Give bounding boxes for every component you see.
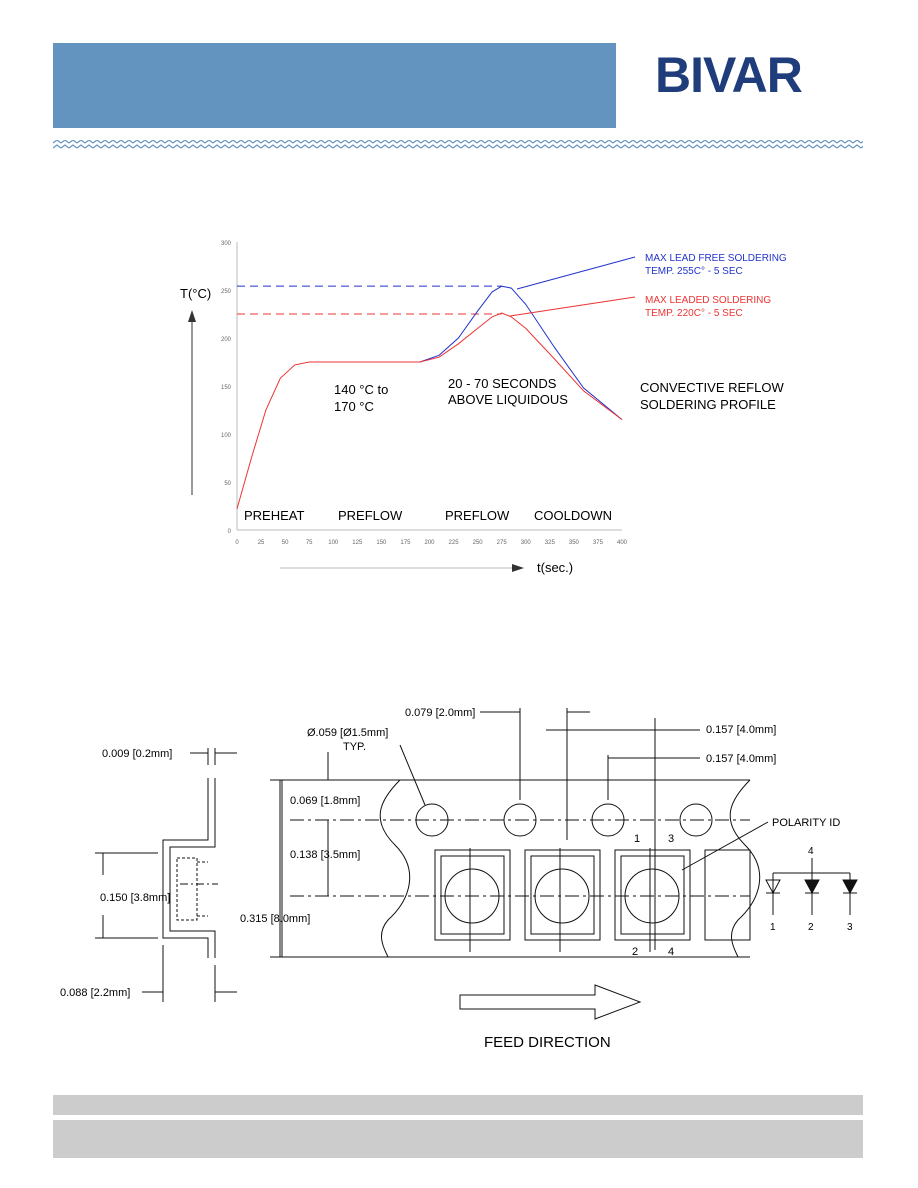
y-tick-label: 100 <box>221 433 232 439</box>
x-tick-label: 400 <box>617 540 628 546</box>
tape-dimension-drawing: 0.009 [0.2mm] Ø.059 [Ø1.5mm] TYP. 0.079 … <box>60 707 858 1051</box>
leaded-annotation-2: TEMP. 220C° - 5 SEC <box>645 308 743 319</box>
x-tick-label: 250 <box>473 540 484 546</box>
x-tick-label: 175 <box>400 540 411 546</box>
header-band <box>53 43 616 128</box>
x-tick-label: 50 <box>282 540 289 546</box>
x-tick-label: 375 <box>593 540 604 546</box>
x-tick-label: 325 <box>545 540 556 546</box>
y-tick-label: 250 <box>221 289 232 295</box>
y-tick-label: 300 <box>221 241 232 247</box>
zone-preflow-1: PREFLOW <box>338 508 403 523</box>
dim-pocket-depth: 0.088 [2.2mm] <box>60 987 130 999</box>
series-line-1 <box>236 312 623 510</box>
x-axis-label: t(sec.) <box>537 560 573 575</box>
x-tick-label: 100 <box>328 540 339 546</box>
dim-hole-diameter: Ø.059 [Ø1.5mm] <box>307 727 388 739</box>
y-axis-label: T(°C) <box>180 286 211 301</box>
liquidous-annotation-2: ABOVE LIQUIDOUS <box>448 392 568 407</box>
dim-pocket-offset: 0.138 [3.5mm] <box>290 849 360 861</box>
x-tick-label: 0 <box>235 540 239 546</box>
pocket-pin-3: 3 <box>668 833 674 845</box>
x-tick-label: 275 <box>497 540 508 546</box>
schematic-pin-1: 1 <box>770 922 776 933</box>
reflow-profile-chart: T(°C) t(sec.) 0 50 100 150 200 250 300 0 25 50 75… <box>180 241 787 575</box>
footer-bar-top <box>53 1095 863 1115</box>
x-tick-label: 75 <box>306 540 313 546</box>
preheat-temp-annotation-1: 140 °C to <box>334 382 388 397</box>
y-tick-label: 200 <box>221 337 232 343</box>
dim-hole-pitch: 0.079 [2.0mm] <box>405 707 475 719</box>
dim-hole-typ: TYP. <box>343 741 366 753</box>
y-tick-label: 50 <box>224 481 231 487</box>
pocket-pin-2: 2 <box>632 946 638 958</box>
footer-bar-bottom <box>53 1120 863 1158</box>
x-tick-label: 300 <box>521 540 532 546</box>
tape-pockets <box>434 848 751 952</box>
profile-annotation-2: SOLDERING PROFILE <box>640 397 776 412</box>
dim-pitch-a: 0.157 [4.0mm] <box>706 724 776 736</box>
schematic-pin-2: 2 <box>808 922 814 933</box>
leaded-annotation-1: MAX LEADED SOLDERING <box>645 295 771 306</box>
pocket-pin-4: 4 <box>668 946 674 958</box>
dim-hole-edge: 0.069 [1.8mm] <box>290 795 360 807</box>
x-tick-label: 25 <box>258 540 265 546</box>
logo-text: BIVAR <box>655 48 803 96</box>
dim-pitch-b: 0.157 [4.0mm] <box>706 753 776 765</box>
x-tick-label: 350 <box>569 540 580 546</box>
zone-cooldown: COOLDOWN <box>534 508 612 523</box>
y-tick-label: 150 <box>221 385 232 391</box>
y-tick-label: 0 <box>228 529 232 535</box>
x-tick-label: 225 <box>449 540 460 546</box>
zone-preheat: PREHEAT <box>244 508 304 523</box>
lead-free-annotation-2: TEMP. 255C° - 5 SEC <box>645 266 743 277</box>
decorative-pattern-divider <box>53 140 863 150</box>
dim-pocket-height: 0.150 [3.8mm] <box>100 892 170 904</box>
x-tick-label: 150 <box>376 540 387 546</box>
pocket-pin-1: 1 <box>634 833 640 845</box>
series-line-0 <box>419 285 623 420</box>
dim-tape-width: 0.315 [8.0mm] <box>240 913 310 925</box>
schematic-pin-4: 4 <box>808 846 814 857</box>
polarity-schematic <box>765 858 858 915</box>
lead-free-annotation-1: MAX LEAD FREE SOLDERING <box>645 253 787 264</box>
x-tick-label: 125 <box>352 540 363 546</box>
schematic-pin-3: 3 <box>847 922 853 933</box>
profile-annotation-1: CONVECTIVE REFLOW <box>640 380 784 395</box>
tape-side-view <box>162 778 218 958</box>
dim-thickness: 0.009 [0.2mm] <box>102 748 172 760</box>
liquidous-annotation-1: 20 - 70 SECONDS <box>448 376 557 391</box>
feed-direction-label: FEED DIRECTION <box>484 1034 611 1051</box>
zone-preflow-2: PREFLOW <box>445 508 510 523</box>
x-tick-label: 200 <box>424 540 435 546</box>
polarity-id-label: POLARITY ID <box>772 817 840 829</box>
bivar-logo: BIVAR <box>655 48 804 96</box>
preheat-temp-annotation-2: 170 °C <box>334 399 374 414</box>
